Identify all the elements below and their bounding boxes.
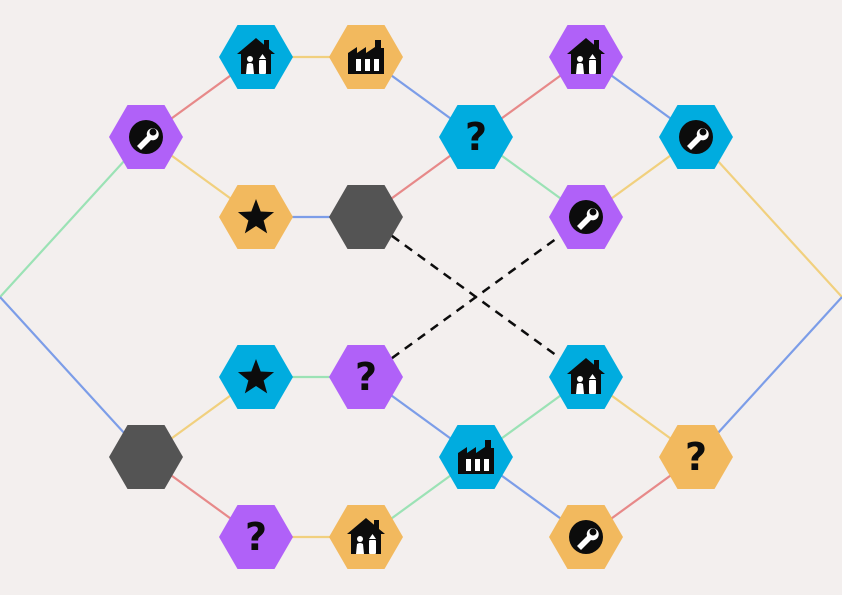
link-start-left-to-dark-lower bbox=[0, 296, 147, 458]
figure-body bbox=[576, 383, 584, 394]
figure-body bbox=[576, 63, 584, 74]
hexagon-shape bbox=[329, 184, 403, 250]
wrench-jaw bbox=[699, 128, 707, 136]
wrench-jaw bbox=[149, 128, 157, 136]
wrench-icon bbox=[569, 520, 603, 554]
house-chimney bbox=[374, 520, 379, 529]
question-icon: ? bbox=[685, 435, 707, 479]
house-blue-1-tile[interactable] bbox=[219, 24, 293, 90]
factory-icon bbox=[458, 440, 494, 474]
factory-blue-tile[interactable] bbox=[439, 424, 513, 490]
factory-window bbox=[365, 59, 370, 71]
figure-head bbox=[577, 56, 583, 62]
factory-window bbox=[356, 59, 361, 71]
house-door bbox=[259, 60, 266, 74]
factory-icon bbox=[348, 40, 384, 74]
wrench-icon bbox=[679, 120, 713, 154]
star-shape bbox=[237, 359, 275, 394]
hexagon-shape bbox=[329, 344, 403, 410]
link-start-left-to-wrench-purple-1 bbox=[0, 136, 147, 298]
house-icon bbox=[567, 38, 605, 74]
house-door bbox=[369, 540, 376, 554]
star-orange-tile[interactable] bbox=[219, 184, 293, 250]
wrench-icon bbox=[129, 120, 163, 154]
factory-window bbox=[374, 59, 379, 71]
hexagon-shape bbox=[439, 104, 513, 170]
house-icon bbox=[567, 358, 605, 394]
door-arrow bbox=[369, 534, 376, 539]
question-mark-label: ? bbox=[245, 515, 267, 559]
house-chimney bbox=[594, 40, 599, 49]
house-purple-tile[interactable] bbox=[549, 24, 623, 90]
house-chimney bbox=[594, 360, 599, 369]
house-icon bbox=[237, 38, 275, 74]
question-icon: ? bbox=[245, 515, 267, 559]
node-tiles: ???? bbox=[109, 24, 733, 570]
question-purple-1-tile[interactable]: ? bbox=[329, 344, 403, 410]
house-door bbox=[589, 60, 596, 74]
link-wrench-blue-to-end-right bbox=[695, 136, 842, 298]
figure-head bbox=[357, 536, 363, 542]
house-orange-tile[interactable] bbox=[329, 504, 403, 570]
factory-window bbox=[466, 459, 471, 471]
dark-upper-tile[interactable] bbox=[329, 184, 403, 250]
house-door bbox=[589, 380, 596, 394]
link-question-orange-to-end-right bbox=[695, 296, 842, 458]
hexagon-shape bbox=[219, 504, 293, 570]
question-mark-label: ? bbox=[465, 115, 487, 159]
door-arrow bbox=[589, 54, 596, 59]
figure-head bbox=[247, 56, 253, 62]
question-icon: ? bbox=[465, 115, 487, 159]
question-mark-label: ? bbox=[685, 435, 707, 479]
question-mark-label: ? bbox=[355, 355, 377, 399]
wrench-jaw bbox=[589, 528, 597, 536]
wrench-orange-tile[interactable] bbox=[549, 504, 623, 570]
figure-head bbox=[577, 376, 583, 382]
house-icon bbox=[347, 518, 385, 554]
factory-window bbox=[475, 459, 480, 471]
dark-lower-tile[interactable] bbox=[109, 424, 183, 490]
star-icon bbox=[237, 199, 275, 234]
question-icon: ? bbox=[355, 355, 377, 399]
door-arrow bbox=[259, 54, 266, 59]
wrench-icon bbox=[569, 200, 603, 234]
factory-orange-1-tile[interactable] bbox=[329, 24, 403, 90]
star-blue-tile[interactable] bbox=[219, 344, 293, 410]
hexagon-shape bbox=[109, 424, 183, 490]
wrench-jaw bbox=[589, 208, 597, 216]
house-blue-2-tile[interactable] bbox=[549, 344, 623, 410]
house-chimney bbox=[264, 40, 269, 49]
hexagon-shape bbox=[659, 424, 733, 490]
star-shape bbox=[237, 199, 275, 234]
wrench-blue-tile[interactable] bbox=[659, 104, 733, 170]
question-purple-2-tile[interactable]: ? bbox=[219, 504, 293, 570]
star-icon bbox=[237, 359, 275, 394]
wrench-purple-1-tile[interactable] bbox=[109, 104, 183, 170]
question-orange-tile[interactable]: ? bbox=[659, 424, 733, 490]
figure-body bbox=[246, 63, 254, 74]
question-blue-tile[interactable]: ? bbox=[439, 104, 513, 170]
wrench-purple-2-tile[interactable] bbox=[549, 184, 623, 250]
dashed-link-question-purple-1-to-wrench-purple-2 bbox=[365, 215, 587, 379]
door-arrow bbox=[589, 374, 596, 379]
factory-window bbox=[484, 459, 489, 471]
figure-body bbox=[356, 543, 364, 554]
